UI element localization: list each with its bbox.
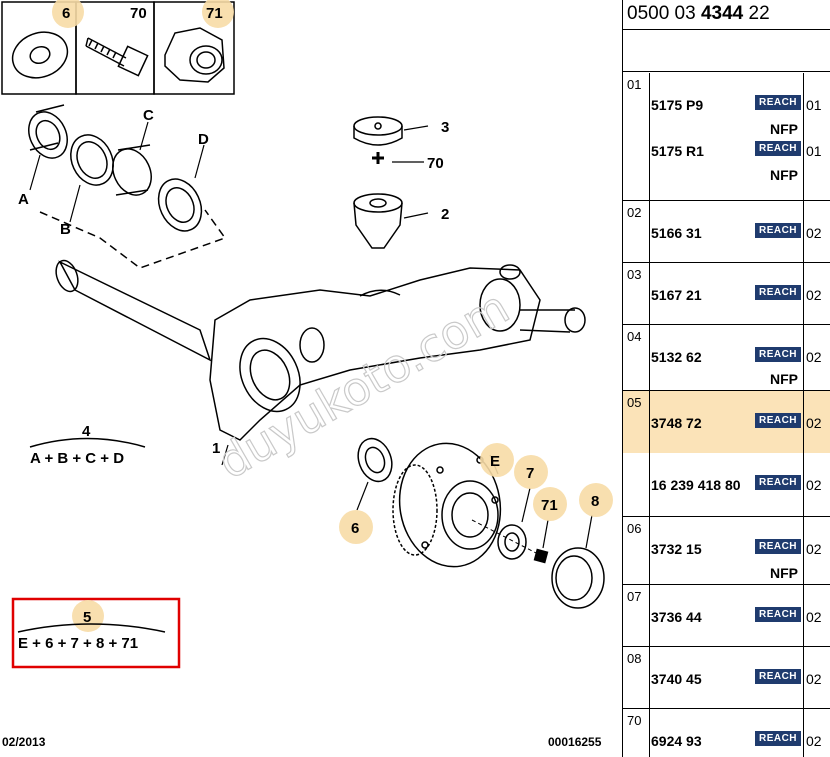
callout-5: 5 bbox=[83, 609, 91, 626]
quantity: 02 bbox=[806, 477, 822, 493]
part-number: 5175 P9 bbox=[651, 97, 704, 113]
quantity: 02 bbox=[806, 287, 822, 303]
reach-badge: REACH bbox=[755, 347, 801, 362]
bolt-drawing bbox=[85, 37, 149, 77]
callout-B: B bbox=[60, 221, 71, 238]
formula-5: E + 6 + 7 + 8 + 71 bbox=[18, 635, 138, 652]
parts-row-04[interactable]: 04 5132 62 REACH 02 NFP bbox=[623, 325, 830, 391]
axis-line bbox=[471, 519, 541, 556]
reach-badge: REACH bbox=[755, 141, 801, 156]
reach-badge: REACH bbox=[755, 223, 801, 238]
parts-row-06[interactable]: 06 3732 15 REACH 02 NFP bbox=[623, 517, 830, 585]
callout-4: 4 bbox=[82, 423, 91, 440]
parts-row-70[interactable]: 70 6924 93 REACH 02 bbox=[623, 709, 830, 757]
reach-badge: REACH bbox=[755, 607, 801, 622]
parts-row-03[interactable]: 03 5167 21 REACH 02 bbox=[623, 263, 830, 325]
quantity: 02 bbox=[806, 349, 822, 365]
callout-71-hub: 71 bbox=[541, 497, 558, 514]
quantity: 01 bbox=[806, 97, 822, 113]
washer-drawing bbox=[11, 31, 69, 79]
quantity: 02 bbox=[806, 415, 822, 431]
callout-A: A bbox=[18, 191, 29, 208]
callout-3: 3 bbox=[441, 119, 449, 136]
reach-badge: REACH bbox=[755, 731, 801, 746]
part-number: 16 239 418 80 bbox=[651, 477, 741, 493]
callout-1: 1 bbox=[212, 440, 220, 457]
reach-badge: REACH bbox=[755, 285, 801, 300]
callout-71b-highlight bbox=[533, 487, 567, 521]
callout-7-highlight bbox=[514, 455, 548, 489]
quantity: 02 bbox=[806, 671, 822, 687]
date-footer: 02/2013 bbox=[2, 735, 46, 749]
parts-row-08[interactable]: 08 3740 45 REACH 02 bbox=[623, 647, 830, 709]
bearing-set-drawing bbox=[28, 104, 227, 269]
reach-badge: REACH bbox=[755, 413, 801, 428]
part-number: 5175 R1 bbox=[651, 143, 704, 159]
quantity: 02 bbox=[806, 609, 822, 625]
reach-badge: REACH bbox=[755, 95, 801, 110]
quantity: 01 bbox=[806, 143, 822, 159]
callout-6-highlight bbox=[52, 0, 84, 28]
reference-number: 0500 03 4344 22 bbox=[623, 0, 830, 30]
callout-71-highlight bbox=[202, 0, 234, 28]
reach-badge: REACH bbox=[755, 539, 801, 554]
bush-leaders bbox=[392, 125, 429, 219]
part-number: 6924 93 bbox=[651, 733, 702, 749]
callout-70: 70 bbox=[130, 5, 147, 22]
parts-row-02[interactable]: 02 5166 31 REACH 02 bbox=[623, 201, 830, 263]
callout-71: 71 bbox=[206, 5, 223, 22]
quantity: 02 bbox=[806, 733, 822, 749]
part-number: 3740 45 bbox=[651, 671, 702, 687]
callout-E: E bbox=[490, 453, 500, 470]
drawing-number: 00016255 bbox=[548, 735, 602, 749]
parts-row-05[interactable]: 05 3748 72 REACH 02 16 239 418 80 REACH … bbox=[623, 391, 830, 517]
part-number: 5167 21 bbox=[651, 287, 702, 303]
nfp-note: NFP bbox=[770, 121, 798, 137]
part-number: 5166 31 bbox=[651, 225, 702, 241]
nfp-note: NFP bbox=[770, 565, 798, 581]
exploded-parts-diagram: 6 70 71 A B C D bbox=[1, 0, 613, 669]
hub-assembly-drawing bbox=[357, 437, 605, 609]
parts-row-01[interactable]: 01 5175 P9 REACH 01 NFP 5175 R1 REACH 01… bbox=[623, 73, 830, 201]
part-number: 3748 72 bbox=[651, 415, 702, 431]
part-number: 5132 62 bbox=[651, 349, 702, 365]
callout-6: 6 bbox=[62, 5, 70, 22]
callout-C: C bbox=[143, 107, 154, 124]
quantity: 02 bbox=[806, 225, 822, 241]
callout-8-highlight bbox=[579, 483, 613, 517]
formula-4: A + B + C + D bbox=[30, 450, 124, 467]
callout-D: D bbox=[198, 131, 209, 148]
nut-71-drawing bbox=[533, 548, 549, 564]
brace-5 bbox=[17, 623, 166, 633]
reach-badge: REACH bbox=[755, 475, 801, 490]
hardware-boxes bbox=[1, 1, 235, 95]
callout-E-highlight bbox=[480, 443, 514, 477]
parts-list-panel: 0500 03 4344 22 01 5175 P9 REACH 01 NFP … bbox=[622, 0, 830, 757]
trailing-arm-drawing bbox=[55, 259, 586, 441]
nut-drawing bbox=[164, 27, 225, 83]
quantity: 02 bbox=[806, 541, 822, 557]
brace-4 bbox=[29, 437, 146, 448]
nfp-note: NFP bbox=[770, 167, 798, 183]
callout-6-hub: 6 bbox=[351, 520, 359, 537]
part-number: 3732 15 bbox=[651, 541, 702, 557]
bush-drawing bbox=[353, 116, 403, 249]
kit-5-box bbox=[11, 597, 181, 669]
callout-7: 7 bbox=[526, 465, 534, 482]
part-number: 3736 44 bbox=[651, 609, 702, 625]
bearing-leaders bbox=[29, 121, 205, 223]
nfp-note: NFP bbox=[770, 371, 798, 387]
reach-badge: REACH bbox=[755, 669, 801, 684]
callout-8: 8 bbox=[591, 493, 599, 510]
callout-2: 2 bbox=[441, 206, 449, 223]
parts-row-07[interactable]: 07 3736 44 REACH 02 bbox=[623, 585, 830, 647]
callout-6b-highlight bbox=[339, 510, 373, 544]
callout-70-bush: 70 bbox=[427, 155, 444, 172]
